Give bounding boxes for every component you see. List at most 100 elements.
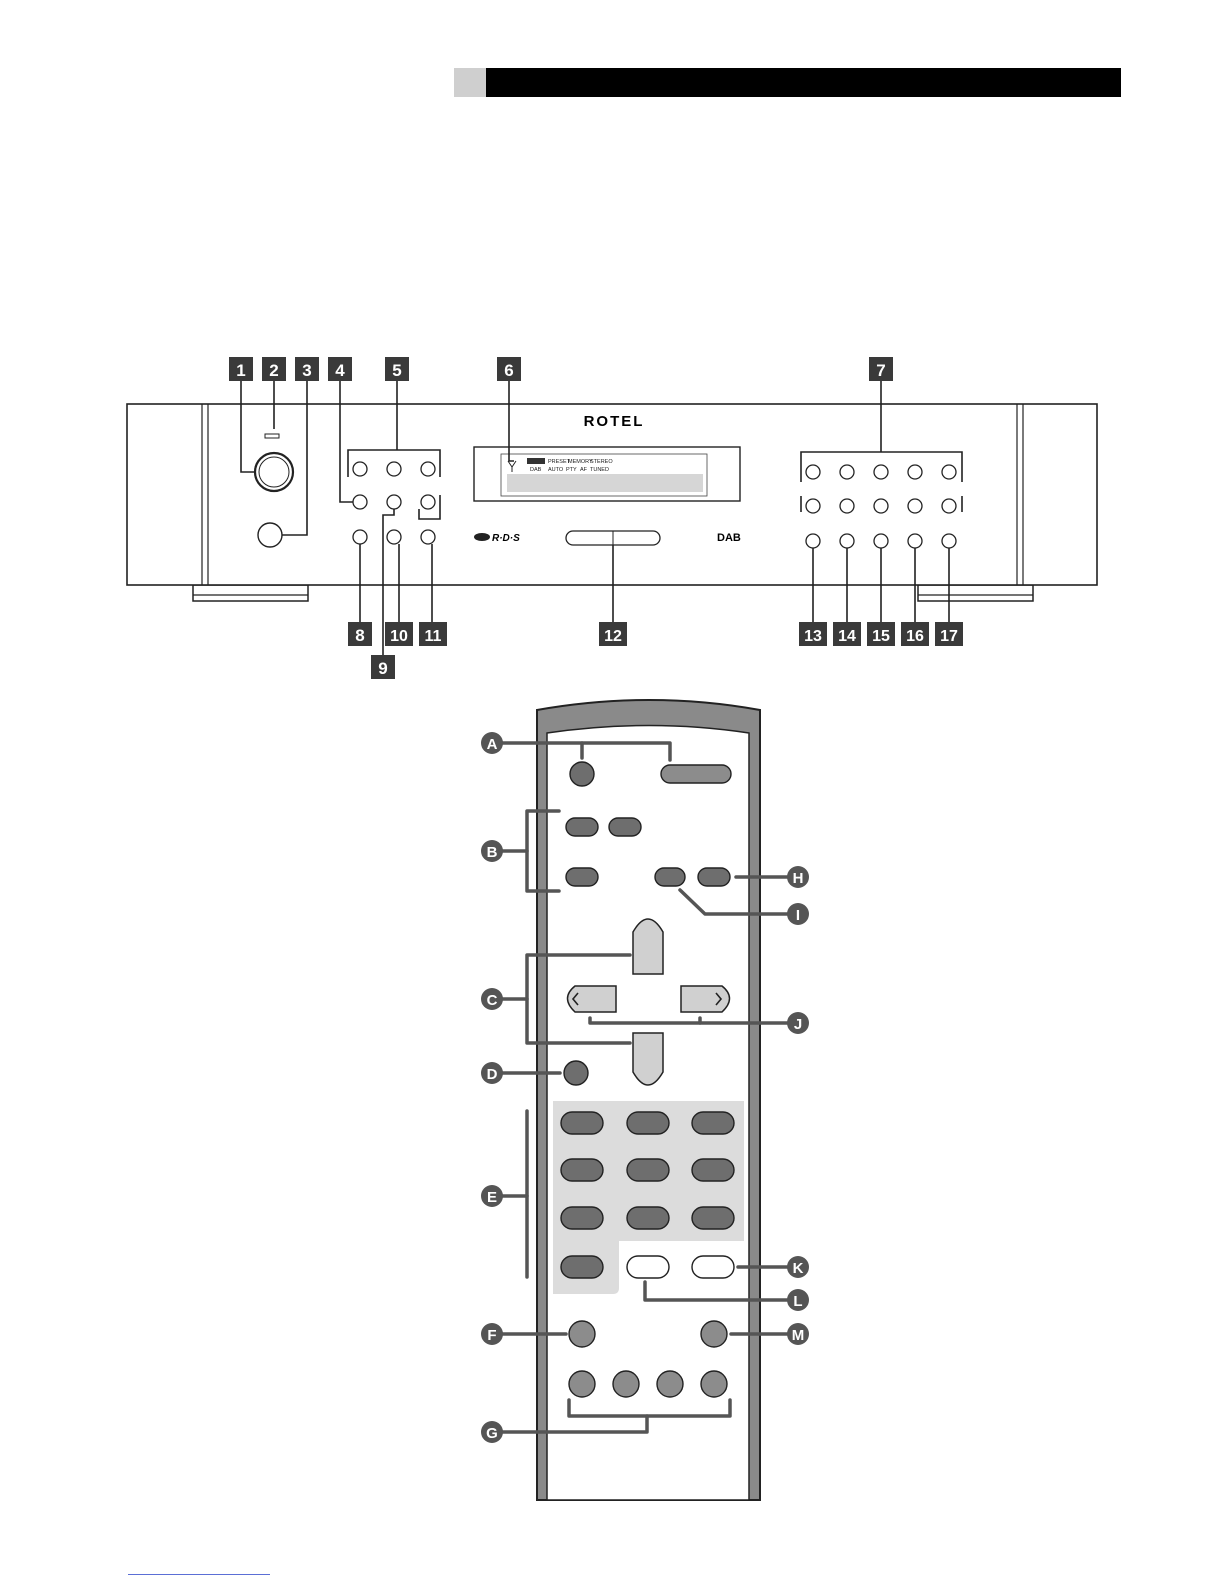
left-button-r2-3[interactable] (421, 495, 435, 509)
remote-h-button[interactable] (698, 868, 730, 886)
dab-logo: DAB (717, 532, 741, 544)
keypad-button-6[interactable] (692, 1159, 734, 1181)
callout-a: A (487, 736, 498, 753)
callout-3: 3 (302, 361, 311, 380)
indicator-af: AF (580, 467, 588, 473)
function-button-4[interactable] (908, 534, 922, 548)
remote-d-button[interactable] (564, 1061, 588, 1085)
keypad-button-1[interactable] (561, 1112, 603, 1134)
callout-f: F (487, 1327, 496, 1344)
callout-2: 2 (269, 361, 278, 380)
remote-left-button[interactable] (568, 986, 617, 1012)
keypad-button-9[interactable] (692, 1207, 734, 1229)
rds-logo: R·D·S (492, 533, 520, 544)
left-button-r3-3[interactable] (421, 530, 435, 544)
remote-right-button[interactable] (681, 986, 730, 1012)
callout-d: D (487, 1066, 498, 1083)
indicator-pty: PTY (566, 467, 577, 473)
callout-m: M (792, 1327, 805, 1344)
left-button-r3-1[interactable] (353, 530, 367, 544)
keypad-button-7[interactable] (561, 1207, 603, 1229)
callout-17: 17 (940, 628, 958, 645)
remote-down-button[interactable] (633, 1033, 663, 1085)
callout-12: 12 (604, 628, 622, 645)
callout-6: 6 (504, 361, 513, 380)
remote-b-button-2[interactable] (609, 818, 641, 836)
remote-f-button[interactable] (569, 1321, 595, 1347)
callout-10: 10 (390, 628, 408, 645)
dot-matrix-area (507, 474, 703, 492)
callout-8: 8 (355, 626, 364, 645)
remote-k-button[interactable] (692, 1256, 734, 1278)
callout-i: I (796, 907, 800, 924)
remote-g-button-2[interactable] (613, 1371, 639, 1397)
preset-button-9[interactable] (908, 499, 922, 513)
preset-button-4[interactable] (908, 465, 922, 479)
left-button-r1-1[interactable] (353, 462, 367, 476)
callout-15: 15 (872, 628, 890, 645)
function-button-5[interactable] (942, 534, 956, 548)
left-button-r1-3[interactable] (421, 462, 435, 476)
indicator-auto: AUTO (548, 467, 564, 473)
remote-g-button-3[interactable] (657, 1371, 683, 1397)
callout-g: G (486, 1425, 498, 1442)
preset-button-7[interactable] (840, 499, 854, 513)
remote-m-button[interactable] (701, 1321, 727, 1347)
preset-button-8[interactable] (874, 499, 888, 513)
indicator-tuned: TUNED (590, 467, 609, 473)
remote-power-button[interactable] (570, 762, 594, 786)
indicator-dab: DAB (530, 467, 542, 473)
remote-b-button-3[interactable] (566, 868, 598, 886)
rds-logo-mark (474, 533, 490, 541)
indicator-stereo: STEREO (590, 459, 613, 465)
preset-button-5[interactable] (942, 465, 956, 479)
keypad-button-3[interactable] (692, 1112, 734, 1134)
callout-14: 14 (838, 628, 856, 645)
callout-13: 13 (804, 628, 822, 645)
left-button-r3-2[interactable] (387, 530, 401, 544)
preset-button-2[interactable] (840, 465, 854, 479)
callout-e: E (487, 1189, 497, 1206)
remote-standby-bar-button[interactable] (661, 765, 731, 783)
remote-g-button-1[interactable] (569, 1371, 595, 1397)
callout-11: 11 (425, 628, 442, 645)
callout-k: K (793, 1260, 804, 1277)
left-button-r2-2[interactable] (387, 495, 401, 509)
preset-button-1[interactable] (806, 465, 820, 479)
keypad-button-4[interactable] (561, 1159, 603, 1181)
remote-control: A B C D E F G H I J K L M (481, 700, 809, 1500)
callout-4: 4 (335, 361, 345, 380)
keypad-button-0[interactable] (561, 1256, 603, 1278)
remote-sensor (258, 523, 282, 547)
front-panel-unit: ROTEL PRESET MEMORY STEREO DAB (127, 357, 1097, 679)
remote-up-button[interactable] (633, 919, 663, 974)
function-button-1[interactable] (806, 534, 820, 548)
remote-b-button-1[interactable] (566, 818, 598, 836)
callout-16: 16 (906, 628, 924, 645)
left-button-r2-1[interactable] (353, 495, 367, 509)
callout-9: 9 (378, 659, 387, 678)
footer-link-underline[interactable] (128, 1574, 270, 1575)
power-button[interactable] (255, 453, 293, 491)
callout-b: B (487, 844, 498, 861)
keypad-button-8[interactable] (627, 1207, 669, 1229)
keypad-button-5[interactable] (627, 1159, 669, 1181)
remote-g-button-4[interactable] (701, 1371, 727, 1397)
callout-j: J (794, 1016, 802, 1033)
remote-i-button[interactable] (655, 868, 685, 886)
function-button-3[interactable] (874, 534, 888, 548)
callout-l: L (793, 1293, 802, 1310)
remote-l-button[interactable] (627, 1256, 669, 1278)
preset-button-6[interactable] (806, 499, 820, 513)
preset-button-3[interactable] (874, 465, 888, 479)
preset-button-10[interactable] (942, 499, 956, 513)
keypad-button-2[interactable] (627, 1112, 669, 1134)
function-button-2[interactable] (840, 534, 854, 548)
left-button-r1-2[interactable] (387, 462, 401, 476)
callout-1: 1 (236, 361, 245, 380)
brand-logo: ROTEL (584, 413, 645, 430)
callout-7: 7 (876, 361, 885, 380)
callout-c: C (487, 992, 498, 1009)
standby-led (265, 434, 279, 438)
